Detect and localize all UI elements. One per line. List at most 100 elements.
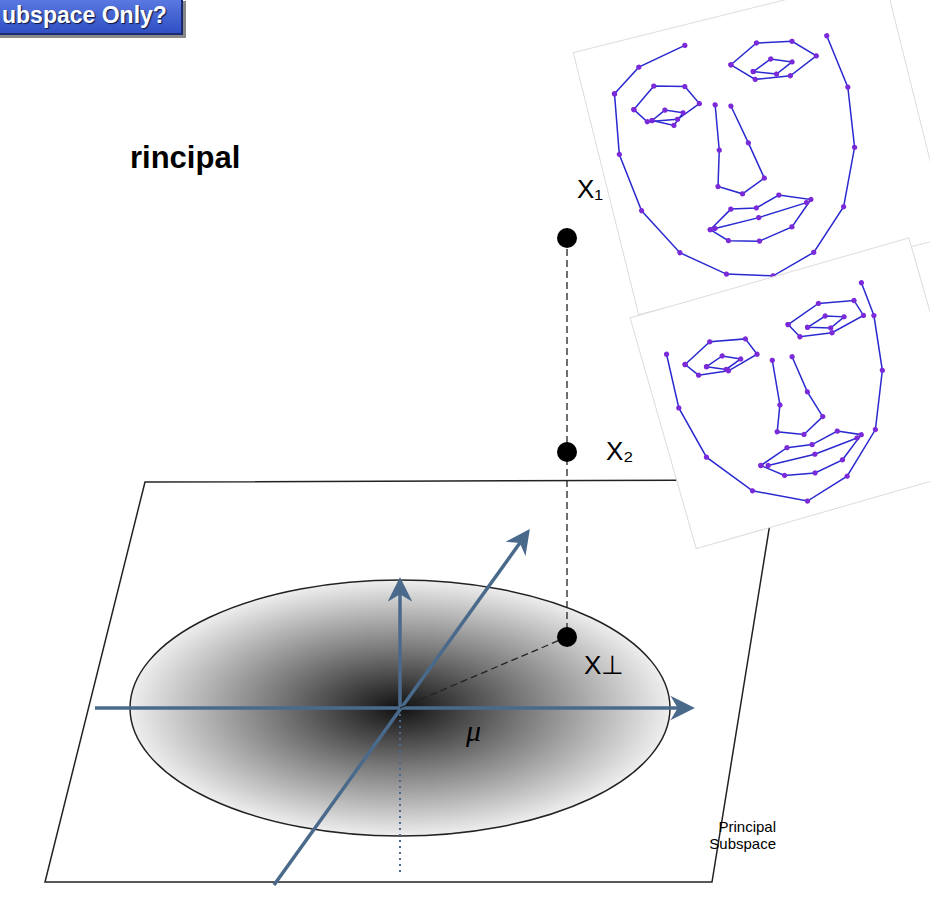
landmark-dot (703, 454, 709, 460)
landmark-dot (871, 312, 877, 318)
landmark-dot (815, 300, 821, 306)
landmark-dot (812, 451, 818, 457)
landmark-dot (671, 122, 677, 128)
landmark-dot (860, 312, 866, 318)
landmark-dot (789, 224, 795, 230)
landmark-dot (707, 227, 713, 233)
landmark-dot (712, 102, 718, 108)
landmark-dot (750, 68, 756, 74)
landmark-dot (749, 488, 755, 494)
landmark-dot (785, 321, 791, 327)
landmark-dot (752, 76, 758, 82)
landmark-dot (707, 339, 713, 345)
landmark-dot (803, 199, 809, 205)
landmark-dot (845, 84, 851, 90)
mean-label: μ (466, 714, 481, 748)
landmark-dot (784, 444, 790, 450)
landmark-dot (858, 280, 864, 286)
landmark-dot (715, 183, 721, 189)
landmark-dot (797, 334, 803, 340)
landmark-dot (680, 110, 686, 116)
point-dot (557, 228, 577, 248)
landmark-dot (789, 59, 795, 65)
point-label: X₂ (606, 436, 633, 467)
landmark-dot (761, 175, 767, 181)
landmark-dot (879, 367, 885, 373)
point-dot (557, 627, 577, 647)
landmark-dot (663, 351, 669, 357)
landmark-dot (745, 140, 751, 146)
landmark-dot (811, 249, 817, 255)
dotted-axis (399, 708, 401, 872)
principal-plane (45, 480, 777, 882)
landmark-dot (723, 366, 729, 372)
landmark-dot (765, 462, 771, 468)
landmark-dot (809, 441, 815, 447)
landmark-dot (703, 363, 709, 369)
landmark-dot (738, 356, 744, 362)
landmark-dot (756, 238, 762, 244)
point-dot (557, 442, 577, 462)
landmark-dot (841, 314, 847, 320)
landmark-dot (804, 389, 810, 395)
landmark-dot (840, 204, 846, 210)
landmark-dot (789, 353, 795, 359)
landmark-dot (725, 237, 731, 243)
face-shape-2 (630, 238, 930, 549)
landmark-dot (801, 431, 807, 437)
landmark-dot (804, 324, 810, 330)
landmark-dot (739, 191, 745, 197)
landmark-dot (649, 117, 655, 123)
landmark-dot (631, 106, 637, 112)
landmark-dot (682, 361, 688, 367)
landmark-dot (662, 107, 668, 113)
landmark-dot (611, 91, 617, 97)
landmark-dot (716, 147, 722, 153)
landmark-dot (638, 208, 644, 214)
landmark-dot (854, 435, 860, 441)
landmark-dot (756, 214, 762, 220)
landmark-dot (611, 91, 617, 97)
landmark-dot (768, 56, 774, 62)
landmark-dot (753, 40, 759, 46)
plane-label: Principal Subspace (668, 818, 776, 853)
landmark-dot (631, 106, 637, 112)
landmark-dot (851, 144, 857, 150)
landmark-dot (676, 405, 682, 411)
landmark-dot (753, 205, 759, 211)
landmark-dot (728, 62, 734, 68)
landmark-dot (712, 225, 718, 231)
landmark-dot (777, 402, 783, 408)
title-box: ubspace Only? (0, 0, 183, 35)
landmark-dot (824, 33, 830, 39)
landmark-dot (829, 330, 835, 336)
landmark-dot (742, 336, 748, 342)
landmark-dot (682, 42, 688, 48)
landmark-dot (649, 117, 655, 123)
landmark-dot (769, 357, 775, 363)
landmark-dot (674, 116, 680, 122)
landmark-dot (789, 38, 795, 44)
landmark-dot (804, 324, 810, 330)
landmark-dot (616, 151, 622, 157)
landmark-dot (834, 428, 840, 434)
landmark-dot (820, 413, 826, 419)
landmark-dot (719, 353, 725, 359)
landmark-dot (812, 470, 818, 476)
landmark-dot (839, 457, 845, 463)
landmark-dot (651, 83, 657, 89)
projection-line (400, 637, 567, 708)
landmark-dot (758, 462, 764, 468)
landmark-dot (804, 498, 810, 504)
landmark-dot (703, 363, 709, 369)
landmark-dot (844, 473, 850, 479)
landmark-dot (776, 192, 782, 198)
landmark-dot (644, 119, 650, 125)
slide-title: ubspace Only? (2, 2, 167, 28)
landmark-dot (707, 227, 713, 233)
landmark-dot (677, 250, 683, 256)
landmark-dot (758, 462, 764, 468)
landmark-dot (728, 206, 734, 212)
landmark-dot (813, 53, 819, 59)
